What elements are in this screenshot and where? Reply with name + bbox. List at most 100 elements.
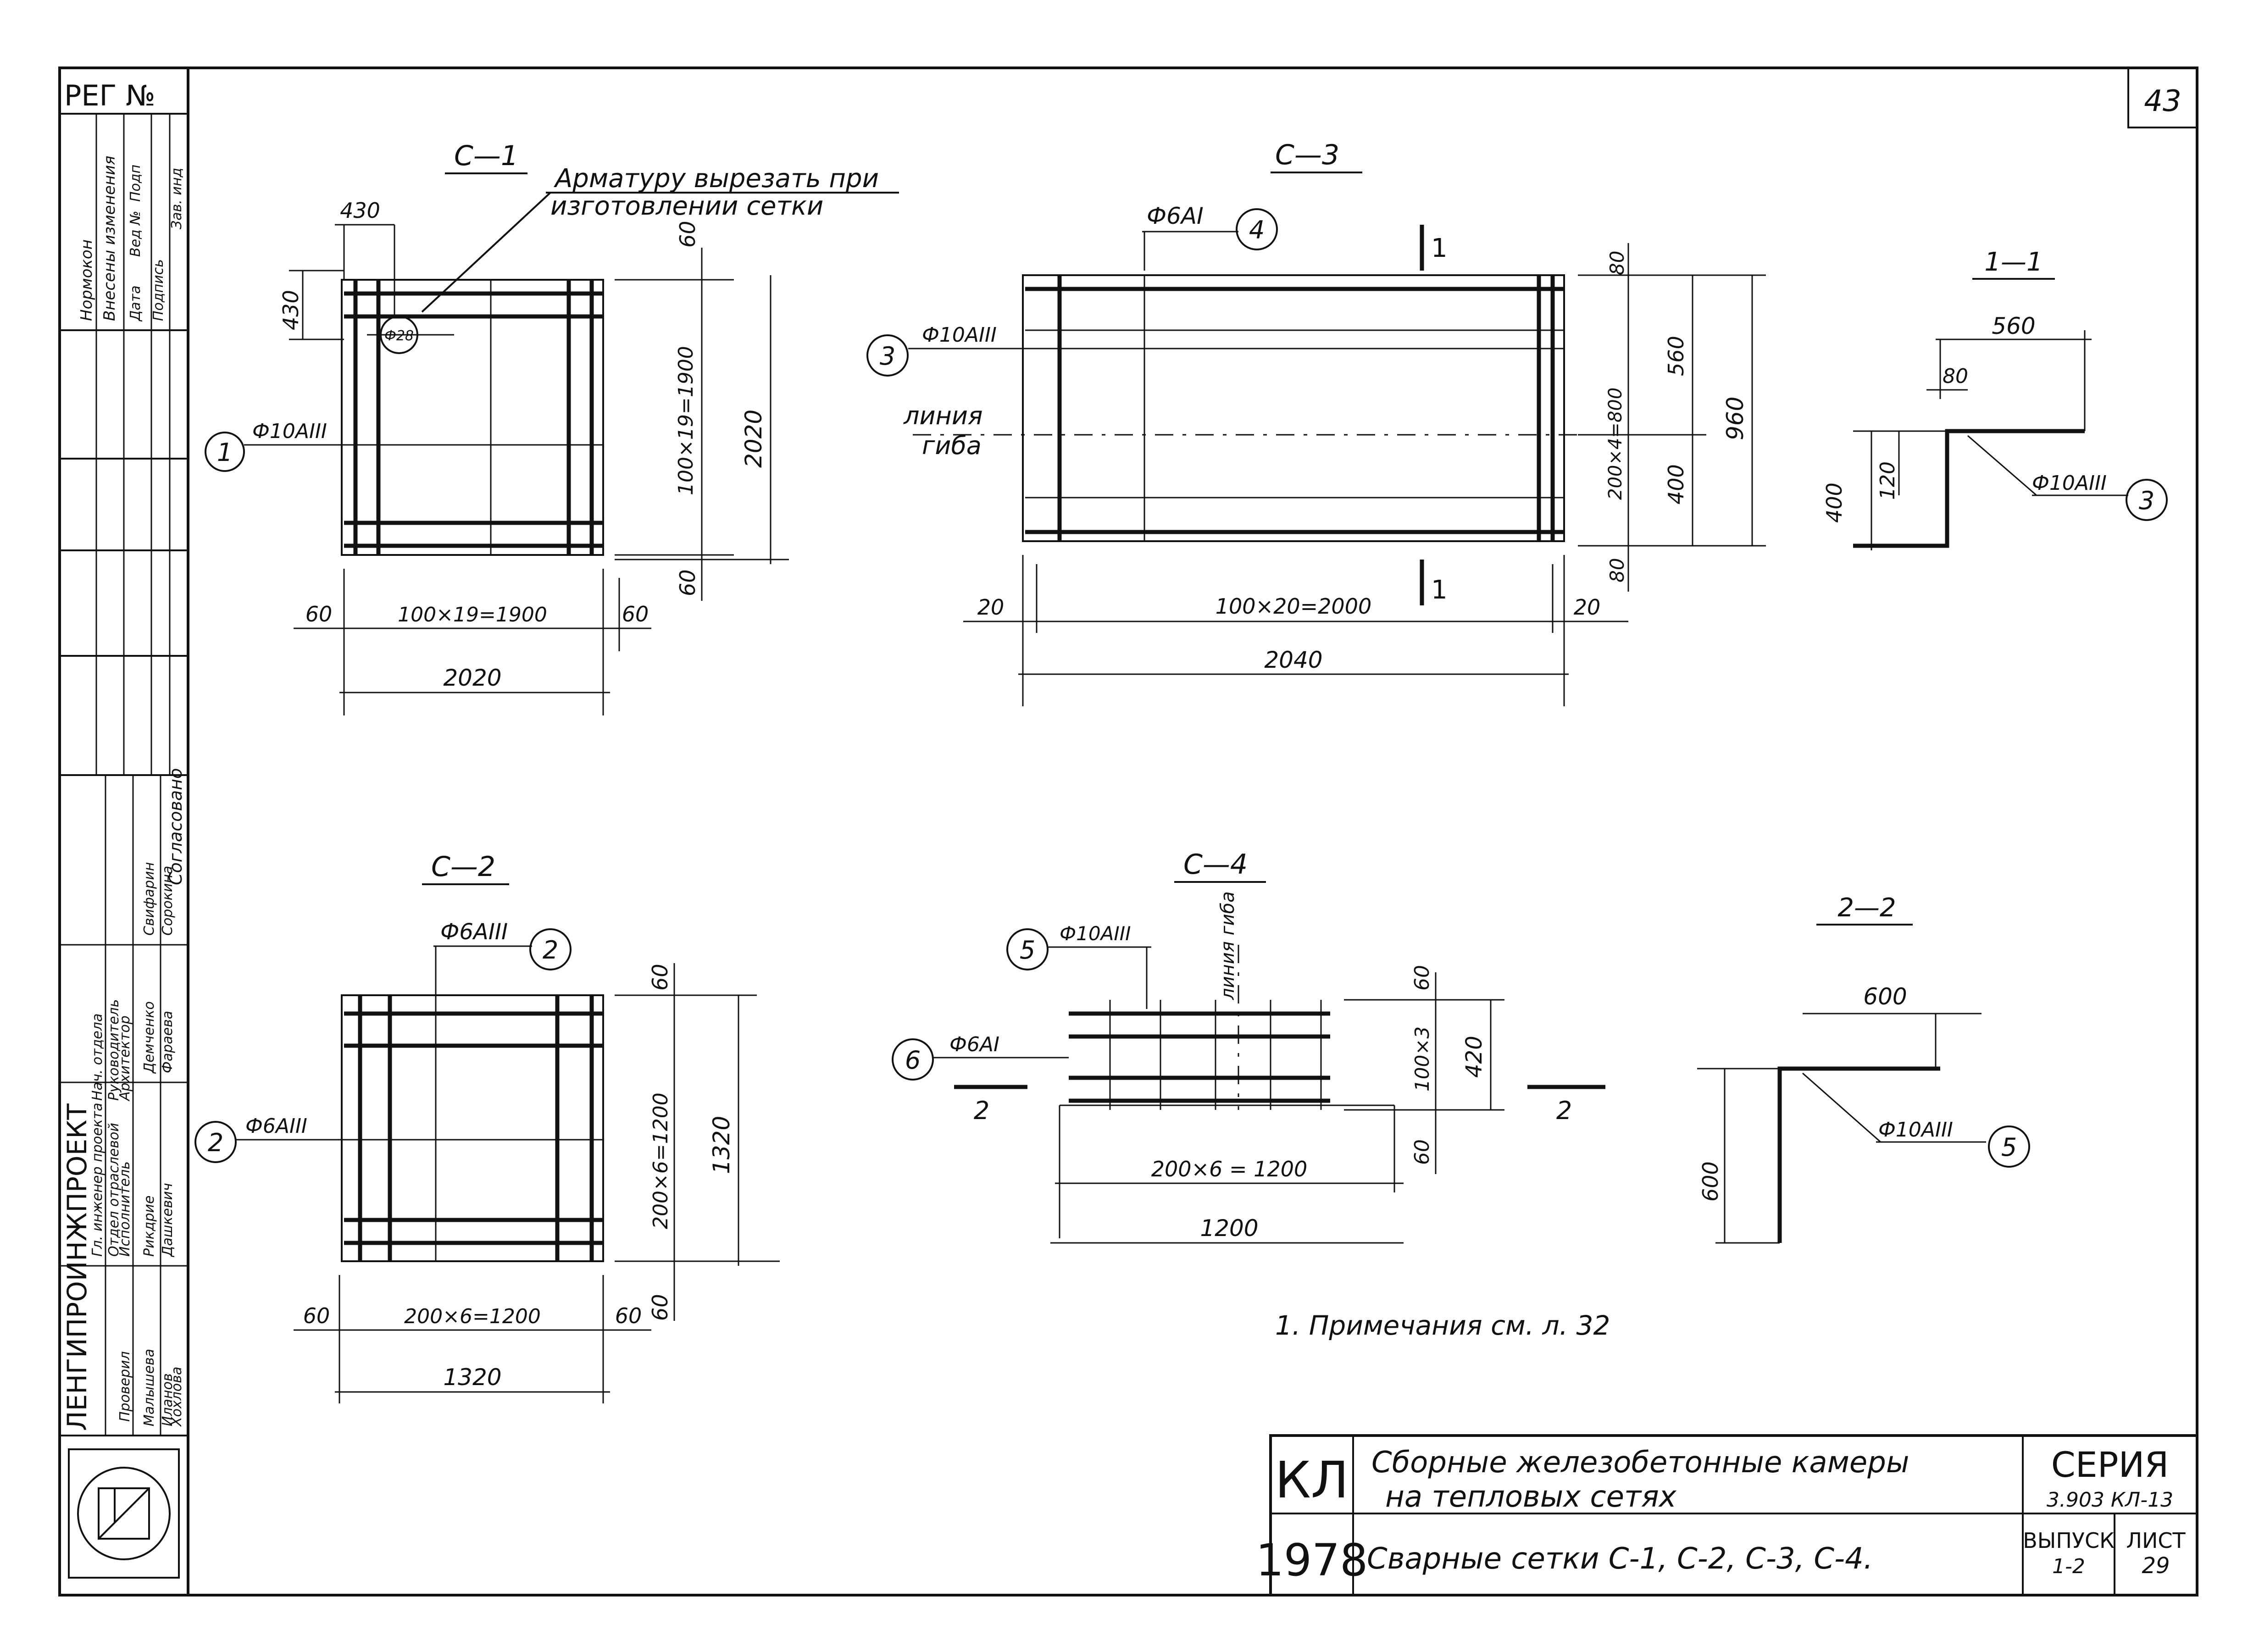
c2-dim-h-end-l: 60	[303, 1303, 330, 1328]
c1-dim-h-end-r: 60	[622, 602, 649, 626]
c1-title: С—1	[454, 140, 518, 172]
c1-mark-no: 1	[217, 438, 233, 467]
name-7: Иланов	[160, 1373, 176, 1426]
side-stamp: РЕГ № ЛЕНГИПРОИНЖПРОЕКТ Согласовано Норм…	[60, 79, 188, 1579]
c1-dim-v-end-b: 60	[675, 569, 700, 596]
c1-dim-h-bars: 100×19=1900	[398, 603, 547, 626]
c3-mark4-no: 4	[1249, 216, 1265, 244]
c3-dim-h-end-l: 20	[977, 595, 1005, 620]
org-logo	[68, 1448, 180, 1579]
c4-section-right: 2	[1556, 1096, 1572, 1125]
s11-dim-height: 400	[1822, 482, 1847, 523]
c3-dim-v-upper: 560	[1664, 336, 1688, 376]
c3-dim-v-bars: 200×4=800	[1605, 388, 1626, 500]
name-8: Хохлова	[169, 1367, 185, 1427]
role-0: Нач. отдела	[89, 1014, 105, 1101]
c2-mark-top-label: Ф6АIII	[440, 919, 508, 945]
changes-col-3: Вед №	[128, 211, 144, 257]
role-2: Руководитель	[106, 999, 122, 1101]
tb-sheet-label: ЛИСТ	[2126, 1528, 2186, 1553]
c3-dim-h-total: 2040	[1264, 647, 1322, 673]
c2-title: С—2	[431, 851, 495, 883]
tb-series-label: СЕРИЯ	[2051, 1444, 2169, 1485]
sheet-number-box	[2127, 67, 2198, 128]
s11-mark-label: Ф10АIII	[2032, 471, 2107, 495]
c4-dim-h-bars: 200×6 = 1200	[1151, 1157, 1307, 1181]
c2-dim-v-end-t: 60	[648, 964, 672, 991]
c1-dim-top: 430	[340, 198, 380, 223]
name-3: Фараева	[160, 1011, 176, 1073]
c2-mark-left-no: 2	[208, 1128, 223, 1157]
sheet-number: 43	[2144, 84, 2181, 118]
tb-year: 1978	[1256, 1535, 1368, 1586]
c1-hole: Ф28	[384, 328, 414, 344]
c2-dim-v-bars: 200×6=1200	[649, 1092, 672, 1229]
s11-mark-no: 3	[2139, 486, 2154, 515]
name-2: Демченко	[141, 1001, 157, 1074]
c1-dim-v-bars: 100×19=1900	[674, 346, 698, 495]
role-5: Исполнитель	[117, 1161, 133, 1257]
c2-mark-top-no: 2	[543, 936, 558, 965]
name-5: Дашкевич	[160, 1183, 176, 1258]
view-c4: С—4 5 Ф10АIII линия гиба 6 Ф6АI 2 2 60 1…	[892, 848, 1605, 1244]
c4-dim-h-total: 1200	[1200, 1215, 1258, 1242]
c4-section-left: 2	[974, 1096, 989, 1125]
c2-dim-v-total: 1320	[708, 1116, 735, 1174]
tb-code: КЛ	[1275, 1451, 1349, 1509]
c1-note-line2: изготовлении сетки	[550, 191, 823, 221]
c1-dim-h-end-l: 60	[305, 602, 333, 626]
c1-dim-v-end-t: 60	[675, 221, 700, 248]
note-text: 1. Примечания см. л. 32	[1275, 1310, 1610, 1341]
changes-col-2: Дата	[128, 285, 144, 322]
tb-title-line2: на тепловых сетях	[1385, 1480, 1677, 1514]
c4-dim-v-bars: 100×3	[1411, 1026, 1433, 1092]
name-0: Свифарин	[141, 862, 157, 936]
name-6: Малышева	[141, 1349, 157, 1426]
c3-bend-line-1: линия	[903, 401, 983, 430]
tb-issue-label: ВЫПУСК	[2023, 1528, 2115, 1553]
c3-mark3-label: Ф10АIII	[922, 323, 997, 347]
c2-dim-h-total: 1320	[443, 1364, 501, 1391]
c1-dim-left: 430	[278, 290, 303, 330]
s22-title: 2—2	[1837, 893, 1896, 923]
section-2-2: 2—2 600 600 Ф10АIII 5	[1697, 893, 2030, 1244]
tb-sheet-value: 29	[2142, 1553, 2170, 1579]
changes-col-6: Зав. инд	[169, 168, 185, 229]
c3-section-top: 1	[1431, 233, 1448, 263]
tb-subtitle: Сварные сетки С-1, С-2, С-3, С-4.	[1367, 1542, 1873, 1576]
s11-title: 1—1	[1984, 247, 2043, 277]
c3-dim-v-lower: 400	[1664, 464, 1688, 504]
c1-dim-v-total: 2020	[740, 410, 767, 468]
c3-dim-h-bars: 100×20=2000	[1216, 594, 1372, 619]
c4-dim-v-total: 420	[1461, 1036, 1487, 1078]
c2-mark-left-label: Ф6АIII	[245, 1114, 307, 1138]
c4-title: С—4	[1183, 848, 1248, 881]
c4-mark6-label: Ф6АI	[949, 1033, 999, 1056]
c4-dim-v-end-t: 60	[1410, 965, 1434, 991]
c3-section-bottom: 1	[1431, 575, 1448, 605]
c3-mark3-no: 3	[880, 342, 895, 371]
c3-dim-v-bottom: 80	[1606, 558, 1628, 582]
c4-mark6-no: 6	[905, 1046, 921, 1075]
org-name: ЛЕНГИПРОИНЖПРОЕКТ	[61, 1103, 93, 1431]
section-1-1: 1—1 560 80 120 400 Ф10АIII 3	[1822, 247, 2168, 550]
c4-bend-line: линия гиба	[1217, 891, 1238, 1000]
registry-label: РЕГ №	[64, 79, 155, 112]
c4-mark5-label: Ф10АIII	[1060, 922, 1131, 945]
changes-col-4: Подп	[128, 165, 144, 202]
c3-dim-v-top: 80	[1606, 251, 1628, 275]
view-c3: С—3 Ф6АI 4 1 1 3 Ф10АIII линия гиба	[866, 139, 1766, 706]
s22-mark-no: 5	[2001, 1133, 2017, 1162]
s22-mark-label: Ф10АIII	[1878, 1118, 1953, 1142]
c2-dim-h-end-r: 60	[615, 1303, 642, 1328]
changes-col-0: Нормокон	[78, 239, 96, 321]
changes-col-1: Внесены изменения	[100, 155, 119, 321]
name-1: Сорокина	[160, 866, 176, 936]
c2-dim-v-end-b: 60	[648, 1294, 672, 1321]
role-6: Проверил	[117, 1351, 133, 1422]
tb-issue-value: 1-2	[2052, 1555, 2085, 1578]
s11-dim-inner: 120	[1876, 461, 1899, 500]
s22-dim-top: 600	[1863, 983, 1907, 1010]
